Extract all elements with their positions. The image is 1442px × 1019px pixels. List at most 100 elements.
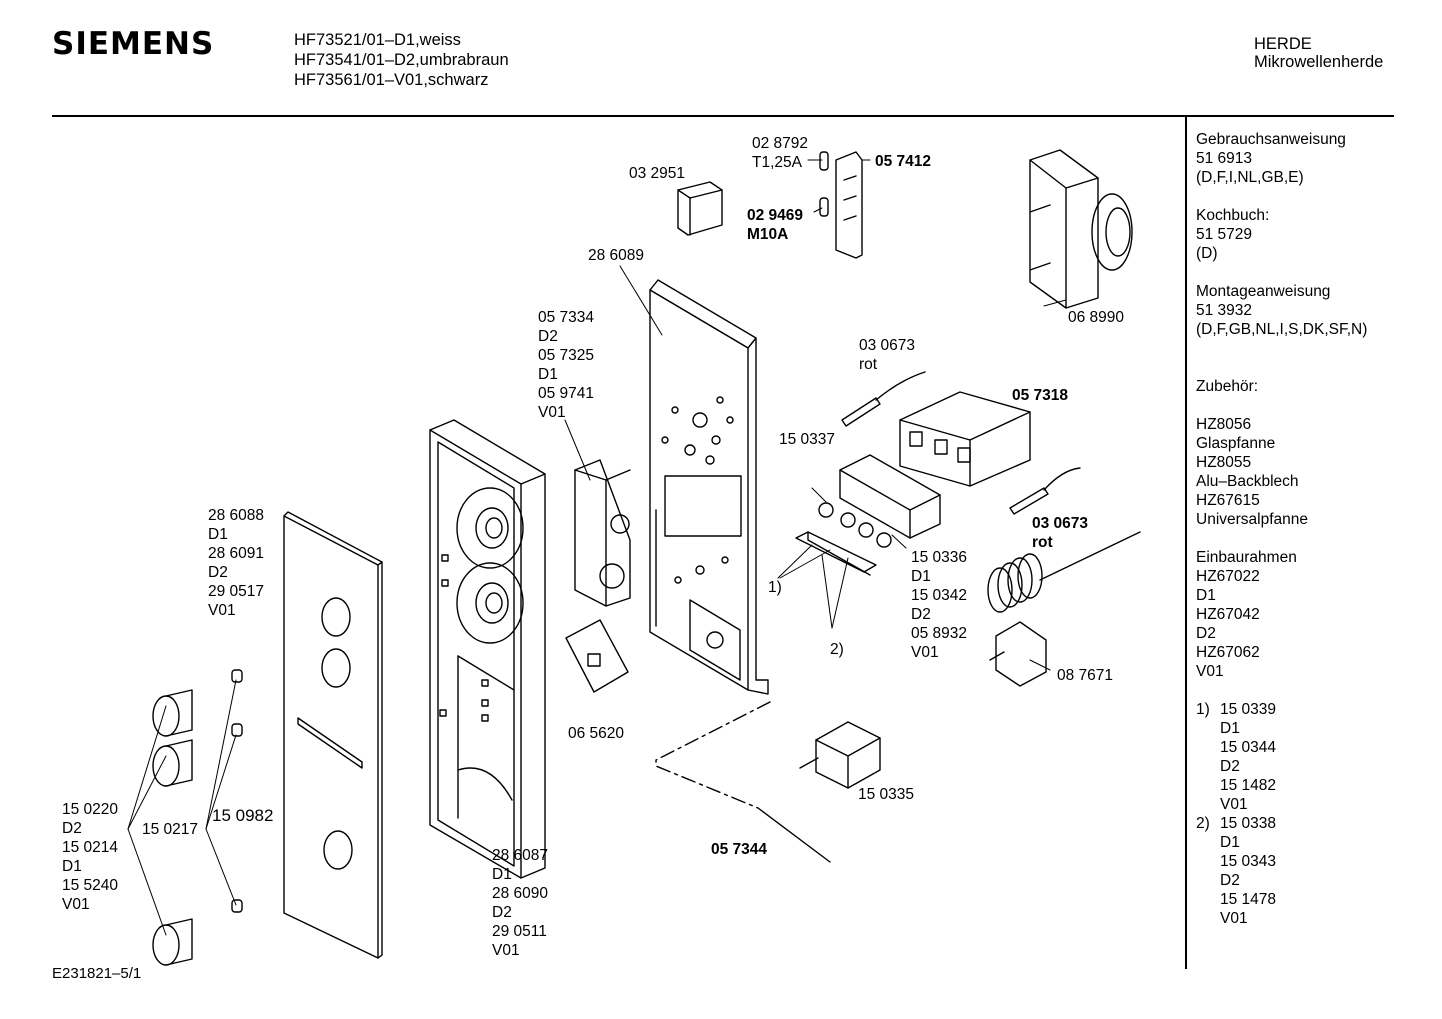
part-variant: D1 (492, 866, 512, 883)
part-variant: D1 (62, 858, 82, 875)
sidebar-line: HZ8055 (1196, 454, 1252, 471)
sidebar-line: Zubehör: (1196, 378, 1259, 395)
frame-block: Einbaurahmen HZ67022 D1 HZ67042 D2 HZ670… (1196, 548, 1367, 681)
part-label: 28 6087 D1 28 6090 D2 29 0511 V01 (492, 846, 548, 960)
sidebar-line: 51 6913 (1196, 150, 1253, 167)
sidebar-line: Alu–Backblech (1196, 473, 1299, 490)
lamp-holder (1010, 468, 1080, 514)
footnote: 1) 15 0339 D1 15 0344 D2 15 1482 V01 (1196, 700, 1367, 814)
part-label: 06 8990 (1068, 308, 1124, 327)
manual-block: Gebrauchsanweisung 51 6913 (D,F,I,NL,GB,… (1196, 130, 1367, 187)
part-variant: V01 (492, 942, 520, 959)
footnote: 2) 15 0338 D1 15 0343 D2 15 1478 V01 (1196, 814, 1367, 928)
installation-block: Montageanweisung 51 3932 (D,F,GB,NL,I,S,… (1196, 282, 1367, 339)
part-variant: D2 (62, 820, 82, 837)
part-label: 05 7344 (711, 840, 767, 859)
push-buttons (796, 532, 876, 575)
sidebar-line: HZ8056 (1196, 416, 1252, 433)
sidebar-line: D2 (1220, 758, 1240, 775)
part-number: 15 5240 (62, 877, 119, 894)
circuit-board (650, 280, 768, 694)
part-label: 15 0336 D1 15 0342 D2 05 8932 V01 (911, 548, 967, 662)
part-label: 08 7671 (1057, 666, 1113, 685)
part-variant: rot (1032, 534, 1053, 551)
part-number: 02 9469 (747, 207, 804, 224)
part-label: 03 0673 rot (859, 336, 915, 374)
clip (232, 724, 242, 736)
cookbook-block: Kochbuch: 51 5729 (D) (1196, 206, 1367, 263)
part-label: 1) (768, 578, 782, 597)
model-list: HF73521/01–D1,weiss HF73541/01–D2,umbrab… (294, 30, 509, 90)
part-variant: D1 (538, 366, 558, 383)
part-number: 05 9741 (538, 385, 595, 402)
part-number: 03 2951 (629, 165, 686, 182)
part-number: 05 7325 (538, 347, 595, 364)
sidebar-line: Montageanweisung (1196, 283, 1331, 300)
part-number: 15 0214 (62, 839, 119, 856)
part-variant: D1 (911, 568, 931, 585)
part-variant: V01 (208, 602, 236, 619)
relay (678, 182, 722, 235)
part-variant: V01 (911, 644, 939, 661)
part-label: 02 9469 M10A (747, 206, 803, 244)
sidebar-line: 15 0339 (1220, 701, 1277, 718)
sidebar-line: Kochbuch: (1196, 207, 1270, 224)
subcategory: Mikrowellenherde (1254, 53, 1384, 71)
knob (153, 919, 192, 965)
sidebar-divider (1185, 117, 1187, 969)
part-label: 02 8792 T1,25A (752, 134, 808, 172)
gear-wheel (566, 620, 628, 692)
sidebar-line: 51 5729 (1196, 226, 1253, 243)
part-variant: V01 (538, 404, 566, 421)
part-number: 05 7344 (711, 841, 768, 858)
sidebar-line: 15 0344 (1220, 739, 1277, 756)
part-variant: M10A (747, 226, 789, 243)
footnotes: 1) 15 0339 D1 15 0344 D2 15 1482 V01 2) … (1196, 700, 1367, 928)
switch-block (900, 392, 1030, 486)
sidebar: Gebrauchsanweisung 51 6913 (D,F,I,NL,GB,… (1196, 130, 1367, 928)
part-label: 05 7318 (1012, 386, 1068, 405)
part-number: 28 6090 (492, 885, 549, 902)
part-label: 15 0982 (212, 806, 273, 825)
sidebar-line: Gebrauchsanweisung (1196, 131, 1346, 148)
switch-row (819, 455, 940, 547)
thermostat (988, 532, 1140, 686)
sidebar-line: V01 (1196, 663, 1224, 680)
document-code: E231821–5/1 (52, 965, 142, 982)
clip (232, 900, 242, 912)
control-panel-frame (430, 420, 545, 878)
brand-logo: SIEMENS (52, 26, 215, 62)
sidebar-line: (D,F,I,NL,GB,E) (1196, 169, 1304, 186)
part-label: 06 5620 (568, 724, 624, 743)
part-variant: V01 (62, 896, 90, 913)
accessories-heading: Zubehör: (1196, 377, 1367, 396)
model-line: HF73561/01–V01,schwarz (294, 71, 489, 89)
model-line: HF73541/01–D2,umbrabraun (294, 51, 509, 69)
part-number: 15 0337 (779, 431, 836, 448)
part-number: 05 7334 (538, 309, 595, 326)
part-label: 03 0673 rot (1032, 514, 1088, 552)
part-variant: D2 (208, 564, 228, 581)
sidebar-line: D2 (1196, 625, 1216, 642)
sidebar-line: D1 (1220, 720, 1240, 737)
timer-motor (1030, 150, 1132, 308)
category-block: HERDE Mikrowellenherde (1254, 35, 1383, 71)
part-number: 15 0982 (212, 806, 274, 825)
clip (232, 670, 242, 682)
sidebar-line: (D) (1196, 245, 1218, 262)
footnote-number: 2) (1196, 815, 1210, 832)
part-variant: D2 (492, 904, 512, 921)
part-number: 28 6089 (588, 247, 645, 264)
part-number: 15 0220 (62, 801, 119, 818)
rotary-switch (800, 722, 880, 788)
part-label: 15 0335 (858, 785, 914, 804)
lamp-holder (842, 372, 925, 426)
sidebar-line: 51 3932 (1196, 302, 1253, 319)
part-number: 29 0511 (492, 923, 547, 940)
sidebar-line: HZ67042 (1196, 606, 1260, 623)
part-number: 05 7318 (1012, 387, 1069, 404)
shaft (758, 808, 830, 862)
part-label: 15 0220 D2 15 0214 D1 15 5240 V01 (62, 800, 118, 914)
part-label: 15 0337 (779, 430, 835, 449)
